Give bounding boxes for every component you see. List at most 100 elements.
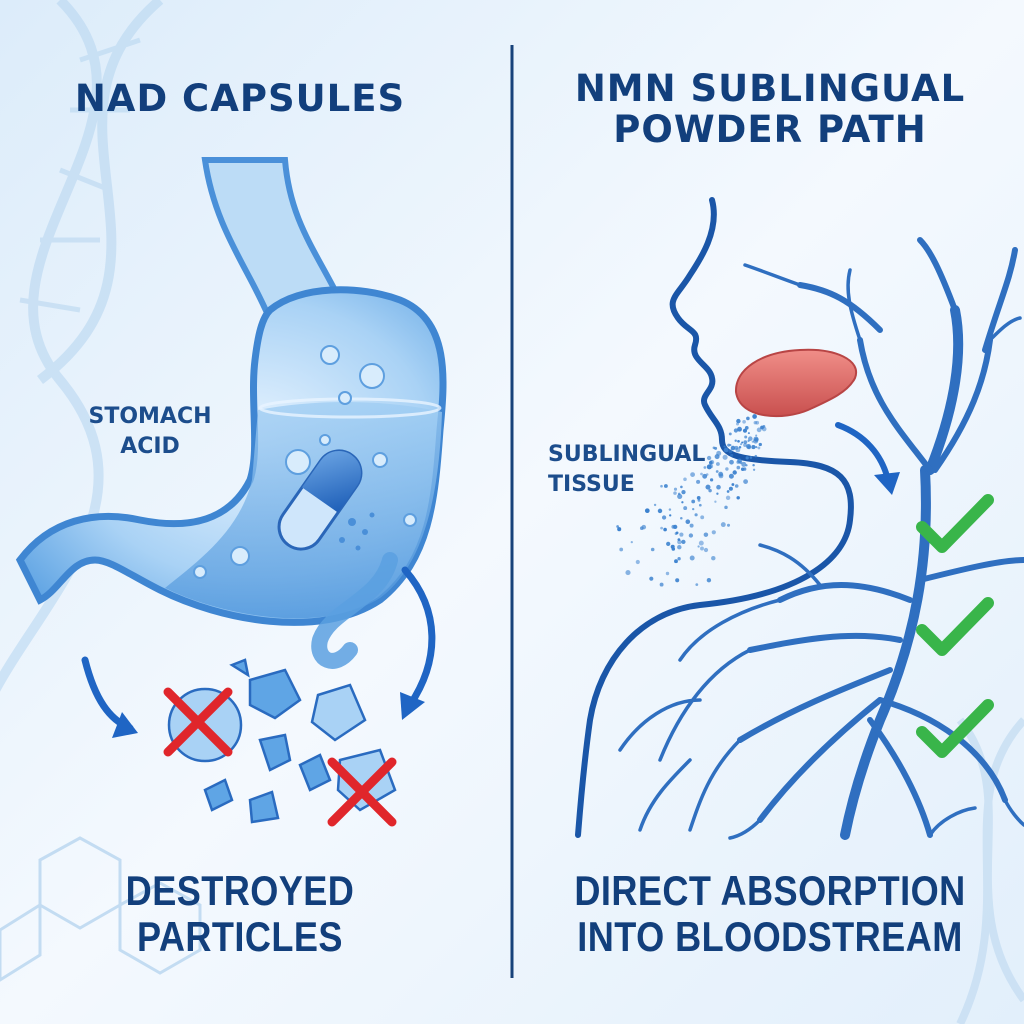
powder-dot — [736, 460, 740, 464]
fail-cross-icon — [327, 757, 397, 827]
powder-dot — [762, 425, 766, 428]
powder-dot — [677, 544, 682, 550]
powder-dot — [729, 444, 732, 447]
powder-dot — [715, 462, 720, 466]
powder-dot — [728, 449, 733, 454]
powder-dot — [703, 532, 709, 537]
powder-dot — [679, 532, 684, 537]
powder-dot — [747, 432, 750, 435]
powder-dot — [671, 547, 676, 551]
powder-dot — [742, 419, 746, 424]
powder-dot — [659, 582, 664, 587]
powder-dot — [705, 484, 711, 490]
powder-dot — [736, 418, 741, 424]
powder-dot — [740, 443, 743, 446]
powder-dot — [700, 546, 704, 551]
powder-dot — [730, 445, 736, 451]
powder-dot — [751, 445, 756, 450]
powder-dot — [714, 454, 720, 460]
sublingual-tissue-label-line1: SUBLINGUAL — [548, 442, 706, 467]
powder-dot — [669, 514, 672, 517]
powder-dot — [733, 428, 738, 433]
powder-dot — [677, 538, 681, 541]
powder-dot — [708, 460, 713, 465]
powder-dot — [727, 443, 731, 447]
powder-dot — [697, 545, 700, 548]
right-panel-footer: DIRECT ABSORPTION INTO BLOODSTREAM — [564, 867, 977, 961]
fail-cross-icon — [163, 687, 233, 757]
powder-dot — [616, 525, 619, 528]
powder-dot — [685, 519, 691, 524]
powder-dot — [737, 428, 742, 432]
powder-dot — [758, 442, 762, 447]
powder-dot — [725, 495, 731, 501]
right-footer-line2: INTO BLOODSTREAM — [577, 913, 963, 961]
capsule-icon — [277, 449, 363, 551]
powder-dot — [714, 446, 718, 450]
left-panel-title: NAD CAPSULES — [74, 77, 406, 120]
powder-dot — [730, 453, 734, 457]
powder-dot — [757, 446, 761, 450]
stomach-acid-label-line2: ACID — [120, 433, 180, 459]
powder-dot — [742, 428, 748, 433]
powder-dot — [675, 578, 680, 583]
powder-dot — [737, 439, 740, 443]
powder-dot — [673, 491, 677, 495]
flow-arrow-right — [400, 566, 436, 720]
powder-dot — [745, 456, 749, 460]
molecule-decoration-left — [0, 836, 202, 982]
powder-dot — [741, 441, 744, 444]
left-footer-line2: PARTICLES — [137, 913, 343, 961]
powder-dot — [650, 547, 655, 552]
powder-dot — [663, 484, 668, 488]
powder-dot — [723, 447, 729, 453]
dna-helix-decoration-left — [0, 0, 164, 692]
powder-dot — [748, 436, 753, 441]
powder-dot — [731, 483, 735, 486]
powder-dot — [689, 555, 695, 561]
powder-dot — [681, 501, 684, 504]
powder-dot — [711, 555, 716, 561]
powder-dot — [700, 472, 703, 476]
powder-dot — [761, 426, 767, 432]
powder-dot — [749, 456, 753, 459]
powder-dot — [752, 468, 756, 471]
powder-dot — [754, 454, 758, 458]
powder-dot — [736, 496, 740, 500]
powder-dot — [681, 489, 686, 495]
powder-dot — [724, 505, 728, 510]
powder-dot — [683, 506, 688, 511]
powder-dot — [691, 499, 696, 504]
powder-dot — [661, 515, 667, 520]
powder-dot — [688, 533, 694, 538]
sublingual-tissue-label: SUBLINGUAL TISSUE — [548, 440, 718, 499]
powder-dot — [716, 484, 721, 490]
powder-dot — [690, 472, 695, 477]
right-panel-title: NMN SUBLINGUAL POWDER PATH — [535, 68, 1005, 151]
powder-dot — [619, 547, 624, 552]
flow-arrow-left — [81, 656, 138, 738]
powder-particles — [616, 414, 767, 587]
powder-dot — [705, 473, 709, 476]
powder-dot — [711, 530, 716, 535]
powder-dot — [729, 459, 734, 465]
powder-dot — [736, 465, 741, 470]
powder-dot — [635, 559, 640, 565]
powder-dot — [715, 470, 719, 473]
powder-dot — [743, 440, 748, 444]
powder-dot — [744, 435, 748, 439]
powder-dot — [706, 455, 712, 461]
powder-dot — [663, 527, 667, 532]
powder-dot — [722, 454, 728, 460]
powder-dot — [728, 473, 734, 479]
left-footer-line1: DESTROYED — [125, 867, 355, 914]
powder-dot — [677, 493, 683, 499]
powder-dot — [755, 434, 758, 437]
powder-dot — [755, 446, 758, 449]
powder-dot — [744, 426, 749, 430]
powder-dot — [726, 490, 730, 493]
powder-dot — [720, 522, 726, 528]
powder-dot — [617, 527, 622, 532]
powder-dot — [689, 523, 694, 528]
